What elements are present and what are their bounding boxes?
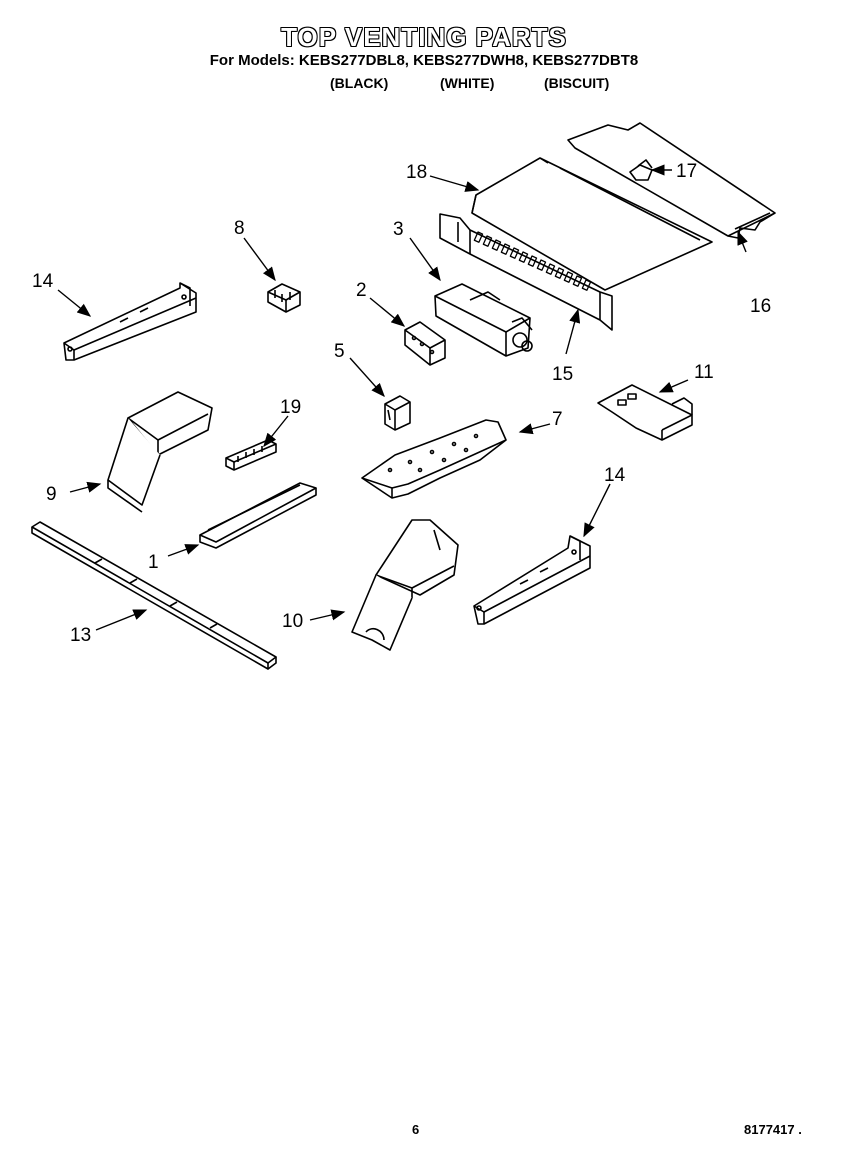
callout-19: 19 (280, 397, 301, 418)
variant-biscuit: (BISCUIT) (544, 75, 610, 91)
part-1-support-rail (199, 482, 317, 549)
leader-lines (57, 164, 748, 631)
part-19-terminal-strip (225, 439, 277, 471)
part-9-duct (107, 391, 213, 513)
part-14-left-bracket (63, 282, 197, 361)
callout-14-right: 14 (604, 465, 626, 486)
callout-11: 11 (694, 362, 714, 383)
callout-15: 15 (552, 364, 573, 385)
part-15-slots (473, 231, 592, 291)
part-13-trim-rail (31, 521, 277, 670)
document-number: 8177417 . (744, 1122, 802, 1137)
callout-10: 10 (282, 611, 303, 632)
part-17-clip (629, 159, 653, 181)
part-7-base-plate (361, 419, 507, 499)
callout-3: 3 (393, 219, 404, 240)
callout-18: 18 (406, 162, 427, 183)
callout-13: 13 (70, 625, 91, 646)
part-8-connector (267, 283, 301, 313)
part-16-vent-cover (567, 122, 776, 239)
callout-17: 17 (676, 161, 697, 182)
part-18-vent-panel (471, 157, 713, 291)
page-number: 6 (412, 1122, 420, 1137)
model-list: For Models: KEBS277DBL8, KEBS277DWH8, KE… (209, 52, 639, 69)
part-11-mounting-plate (597, 384, 693, 441)
callout-14-left: 14 (32, 271, 54, 292)
callout-2: 2 (356, 280, 367, 301)
callout-7: 7 (552, 409, 563, 430)
variant-white: (WHITE) (440, 75, 495, 91)
callout-5: 5 (334, 341, 345, 362)
part-5-switch (384, 395, 411, 431)
diagram-title: TOP VENTING PARTS (281, 22, 567, 52)
part-10-air-duct (351, 519, 459, 651)
part-3-blower-assembly (434, 283, 533, 357)
callout-1: 1 (148, 552, 159, 573)
part-15-vent-channel (439, 213, 613, 331)
part-2-terminal-block (404, 321, 446, 366)
callout-9: 9 (46, 484, 57, 505)
variant-black: (BLACK) (330, 75, 389, 91)
callout-16: 16 (750, 296, 771, 317)
callout-8: 8 (234, 218, 245, 239)
part-14-right-bracket (473, 535, 591, 625)
